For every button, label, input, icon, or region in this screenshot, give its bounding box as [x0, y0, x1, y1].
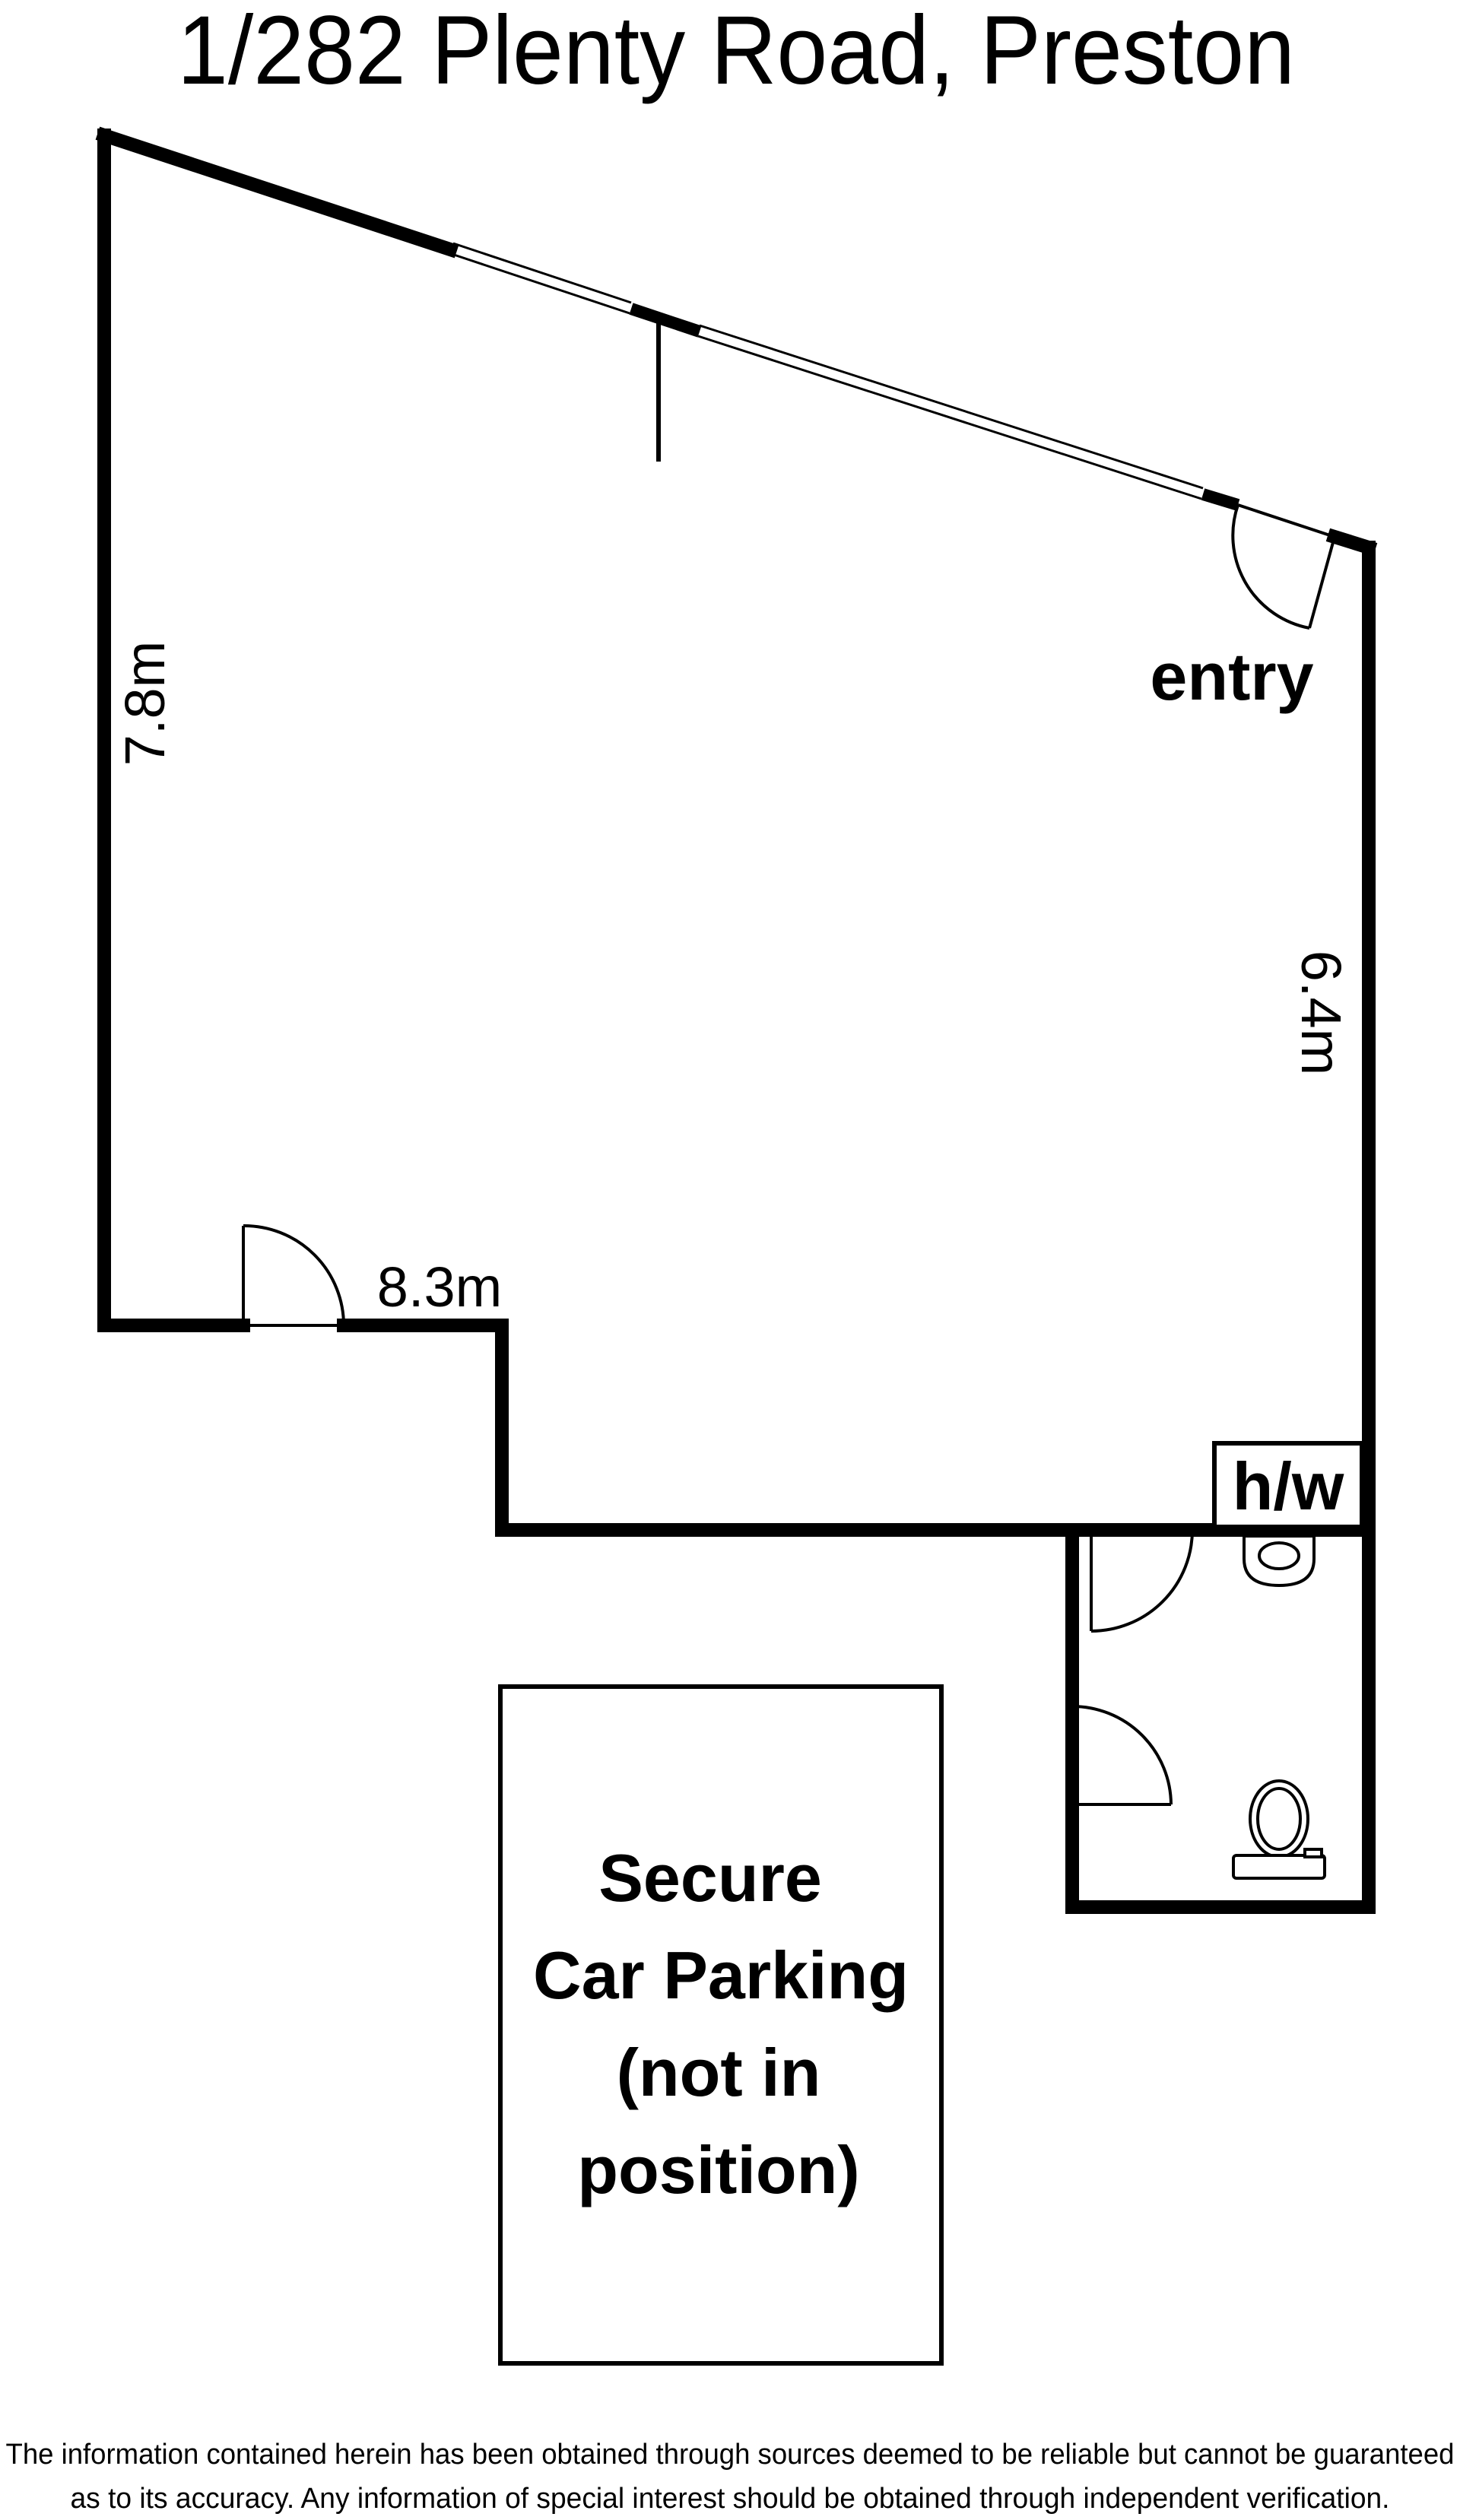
hot-water-label: h/w: [1233, 1449, 1344, 1524]
entry-door[interactable]: [1231, 503, 1336, 630]
toilet-icon: [1232, 1779, 1326, 1880]
exterior-walls: [95, 126, 1378, 1914]
disclaimer-line-1: The information contained herein has bee…: [6, 2439, 1455, 2471]
window-mullions: [629, 303, 1240, 511]
rear-door[interactable]: [242, 1224, 345, 1327]
windows: [451, 242, 1204, 500]
dimension-right: 6.4m: [1290, 951, 1353, 1076]
parking-line-4: position): [577, 2132, 859, 2207]
toilet-door-lower[interactable]: [1071, 1705, 1173, 1806]
plan-title: 1/282 Plenty Road, Preston: [177, 0, 1295, 105]
hot-water-unit: h/w: [1212, 1441, 1364, 1529]
parking-line-1: Secure: [598, 1840, 822, 1915]
toilet-door-upper[interactable]: [1090, 1529, 1194, 1633]
parking-line-3: (not in: [617, 2035, 821, 2110]
parking-line-2: Car Parking: [533, 1938, 909, 2013]
toilet-block: [1071, 1529, 1326, 1880]
secure-parking: Secure Car Parking (not in position): [498, 1684, 944, 2366]
disclaimer-line-2: as to its accuracy. Any information of s…: [71, 2483, 1390, 2515]
basin-icon: [1243, 1535, 1316, 1588]
entry-label: entry: [1150, 639, 1313, 714]
dimension-bottom: 8.3m: [377, 1255, 503, 1319]
dimension-left: 7.8m: [113, 641, 176, 766]
